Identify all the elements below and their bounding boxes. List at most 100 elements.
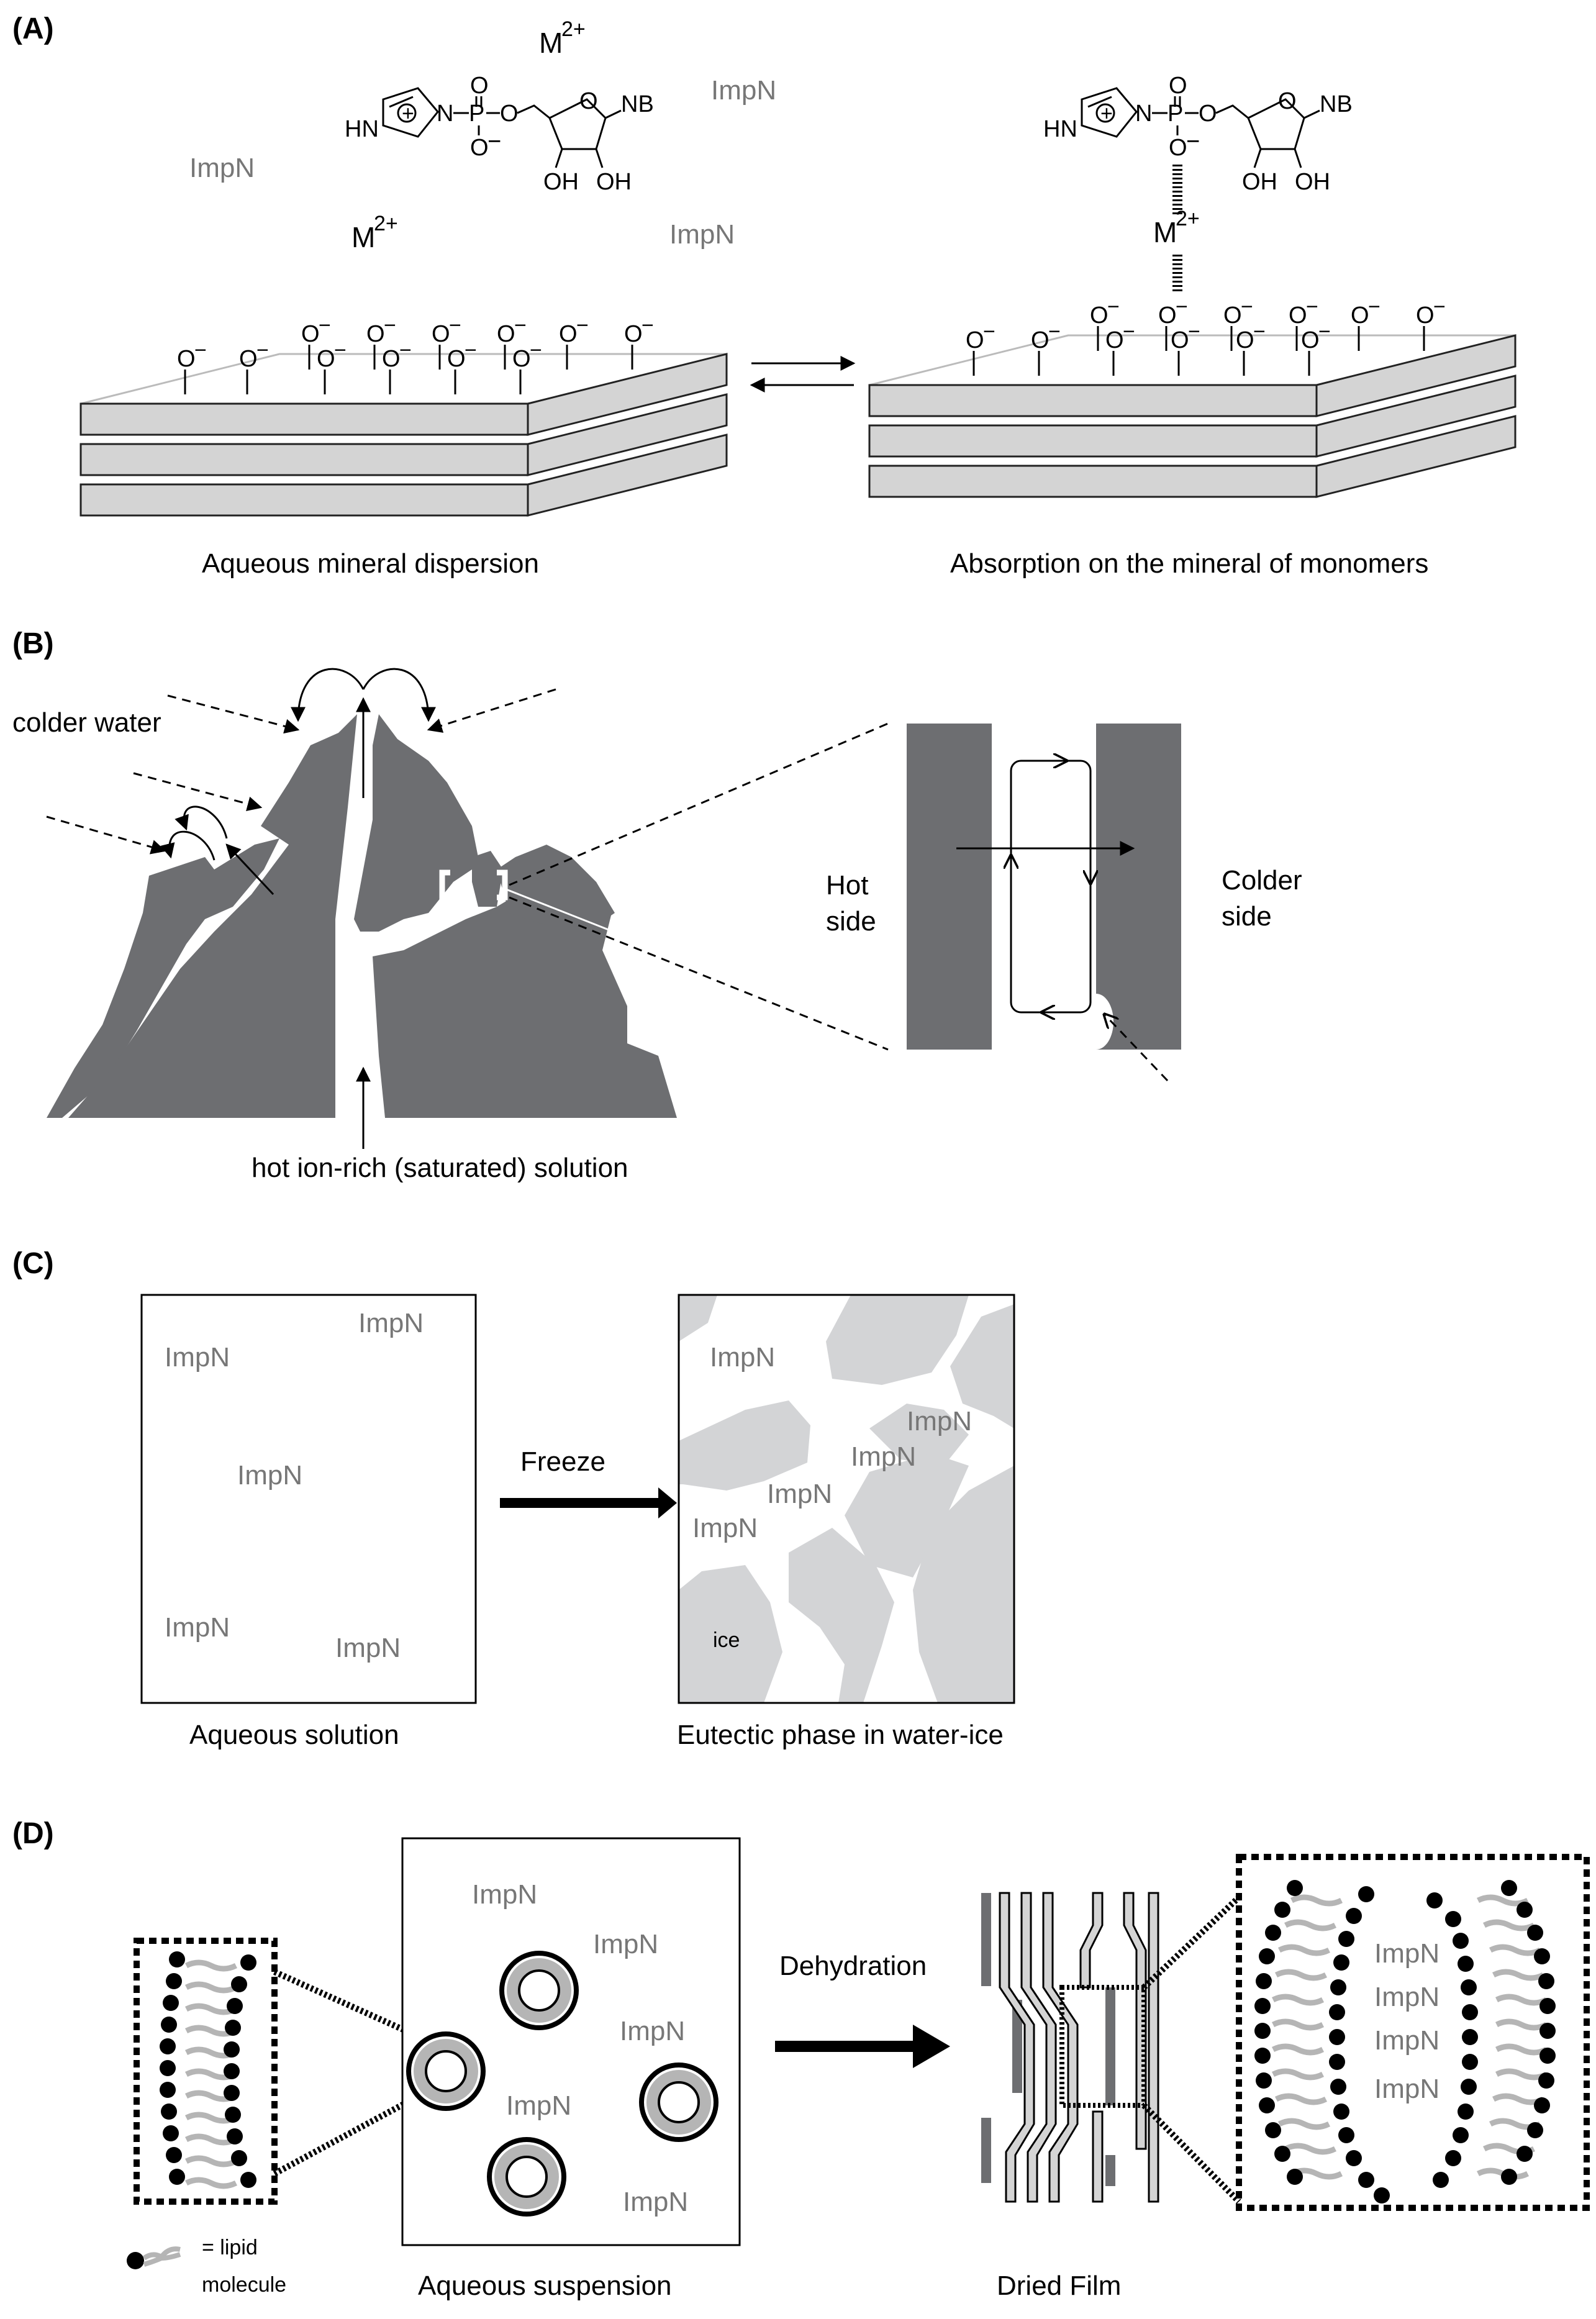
impn-label: ImpN xyxy=(1374,2074,1440,2104)
metal-ion: M 2+ xyxy=(351,212,398,253)
svg-text:NB: NB xyxy=(621,91,654,117)
freeze-arrowhead xyxy=(658,1487,677,1518)
svg-text:O: O xyxy=(1171,327,1189,353)
caption-aqueous-solution: Aqueous solution xyxy=(189,1720,399,1750)
hot-side-label: Hot xyxy=(826,870,868,901)
svg-text:O: O xyxy=(317,346,335,372)
impn-label: ImpN xyxy=(669,219,735,250)
svg-text:−: − xyxy=(642,314,654,337)
svg-text:2+: 2+ xyxy=(374,212,398,235)
svg-text:−: − xyxy=(983,320,995,343)
thermal-pore xyxy=(907,724,1181,1082)
svg-text:molecule: molecule xyxy=(202,2273,286,2297)
svg-text:−: − xyxy=(1241,295,1253,319)
vent-arrow xyxy=(160,830,215,861)
panel-d-label: (D) xyxy=(12,1817,54,1850)
zoom-line xyxy=(1141,1895,1241,1990)
svg-text:O: O xyxy=(1351,302,1369,329)
impn-label: ImpN xyxy=(472,1879,537,1910)
caption-dried-film: Dried Film xyxy=(997,2271,1121,2301)
impn-label: ImpN xyxy=(237,1460,302,1491)
svg-text:O: O xyxy=(1158,302,1177,329)
svg-text:−: − xyxy=(1123,320,1135,343)
vent-arrow xyxy=(175,806,228,839)
mineral-stack-right: O− O− O− O− O− O− O− O− O− O− O− O− xyxy=(868,295,1517,498)
svg-text:O: O xyxy=(301,321,320,347)
caption-eutectic-phase: Eutectic phase in water-ice xyxy=(677,1720,1004,1750)
svg-text:N: N xyxy=(437,101,453,127)
svg-text:OH: OH xyxy=(1242,169,1277,195)
svg-text:O: O xyxy=(366,321,385,347)
svg-text:O: O xyxy=(966,327,984,353)
dehydration-label: Dehydration xyxy=(779,1951,927,1981)
zoom-line xyxy=(273,1969,415,2037)
svg-text:O: O xyxy=(382,346,401,372)
freeze-label: Freeze xyxy=(520,1446,605,1477)
svg-text:−: − xyxy=(1176,295,1188,319)
panel-c: (C) ImpN ImpN ImpN ImpN ImpN Freeze ImpN… xyxy=(12,1247,1015,1750)
ice-label: ice xyxy=(713,1628,740,1652)
impn-label: ImpN xyxy=(358,1308,424,1338)
svg-text:−: − xyxy=(449,314,461,337)
svg-text:−: − xyxy=(256,338,269,362)
svg-text:HN: HN xyxy=(345,116,379,142)
impn-label: ImpN xyxy=(593,1929,658,1959)
svg-text:O: O xyxy=(470,73,489,99)
svg-text:O: O xyxy=(1199,101,1217,127)
caption-mineral-dispersion: Aqueous mineral dispersion xyxy=(202,548,539,579)
zoom-line-white xyxy=(502,887,622,936)
svg-text:NB: NB xyxy=(1320,91,1353,117)
zoom-line xyxy=(509,896,889,1051)
svg-text:O: O xyxy=(512,346,531,372)
vesicles xyxy=(406,1951,719,2217)
panel-b-label: (B) xyxy=(12,627,54,660)
svg-text:−: − xyxy=(1318,320,1331,343)
hot-solution-label: hot ion-rich (saturated) solution xyxy=(252,1153,628,1183)
svg-text:O: O xyxy=(1090,302,1109,329)
svg-text:+: + xyxy=(1100,102,1113,125)
impn-molecule: + HN N P O O − O O NB OH OH xyxy=(345,73,654,195)
zoom-line xyxy=(273,2096,415,2177)
svg-text:O: O xyxy=(1169,73,1187,99)
metal-ion-bound: M 2+ xyxy=(1153,207,1200,248)
hot-side-label: side xyxy=(826,906,876,937)
svg-text:O: O xyxy=(1105,327,1124,353)
bilayer-zoom xyxy=(134,1938,278,2205)
impn-label: ImpN xyxy=(165,1612,230,1643)
svg-text:+: + xyxy=(402,102,414,125)
svg-text:−: − xyxy=(487,129,501,155)
svg-text:O: O xyxy=(447,346,466,372)
impn-label: ImpN xyxy=(711,75,776,106)
svg-text:OH: OH xyxy=(543,169,579,195)
svg-text:−: − xyxy=(1433,295,1446,319)
svg-text:−: − xyxy=(1306,295,1318,319)
svg-text:−: − xyxy=(334,338,347,362)
caption-aqueous-suspension: Aqueous suspension xyxy=(418,2271,672,2301)
svg-text:−: − xyxy=(399,338,412,362)
svg-text:O: O xyxy=(500,101,519,127)
solution-box xyxy=(140,1294,477,1704)
svg-text:O: O xyxy=(624,321,643,347)
svg-text:−: − xyxy=(514,314,527,337)
cold-water-arrow xyxy=(167,694,300,734)
svg-text:−: − xyxy=(1368,295,1381,319)
impn-label: ImpN xyxy=(767,1479,832,1509)
impn-label: ImpN xyxy=(620,2016,685,2046)
svg-text:O: O xyxy=(1289,302,1307,329)
svg-text:M: M xyxy=(1153,216,1177,248)
svg-text:O: O xyxy=(1236,327,1254,353)
mineral-stack-left: O− O− O− O− O− O− O− O− O− O− O− O− xyxy=(79,314,728,517)
colder-water-label: colder water xyxy=(12,707,161,738)
colder-side-label: Colder xyxy=(1222,865,1302,896)
svg-text:M: M xyxy=(351,221,375,253)
impn-label: ImpN xyxy=(623,2187,688,2217)
surface-groups: O− O− O− O− O− O− O− O− O− O− O− O− xyxy=(966,295,1446,376)
svg-text:O: O xyxy=(559,321,578,347)
svg-text:O: O xyxy=(1278,88,1297,114)
svg-text:−: − xyxy=(1186,129,1200,155)
svg-text:−: − xyxy=(1188,320,1200,343)
film-zoom xyxy=(1236,1854,1590,2211)
zoom-line xyxy=(509,722,889,886)
svg-text:−: − xyxy=(1107,295,1120,319)
